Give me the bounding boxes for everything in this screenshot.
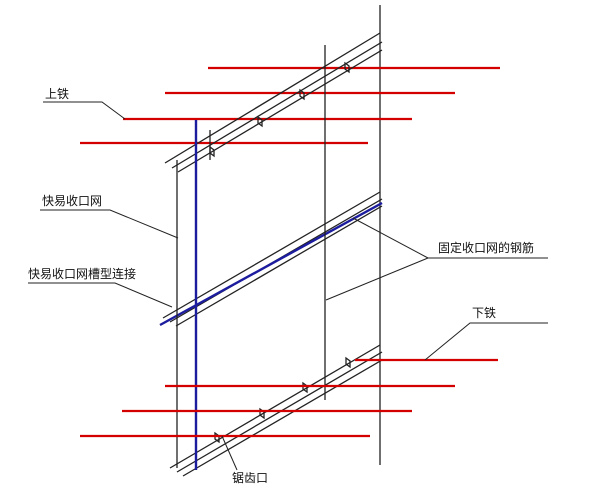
top-mesh-edge bbox=[164, 32, 383, 173]
bottom-edge-clip-4 bbox=[345, 356, 351, 369]
label-quick-mesh: 快易收口网 bbox=[42, 194, 102, 208]
label-top-rebar: 上铁 bbox=[45, 87, 69, 101]
leader-fixing-rebar-1 bbox=[352, 217, 429, 259]
label-fixing-rebar: 固定收口网的钢筋 bbox=[438, 240, 534, 255]
leader-groove-connection bbox=[28, 282, 173, 308]
bottom-rebar-group bbox=[80, 358, 498, 438]
leader-fixing-rebar-2 bbox=[325, 257, 429, 301]
bottom-edge-clip-3 bbox=[302, 381, 308, 394]
middle-mesh-edge bbox=[159, 191, 383, 327]
label-sawtooth-opening: 锯齿口 bbox=[232, 470, 268, 484]
leader-top-rebar bbox=[43, 101, 126, 120]
top-edge-clip-2 bbox=[257, 115, 263, 128]
leader-bottom-rebar bbox=[424, 322, 548, 361]
leader-lines bbox=[28, 101, 548, 471]
top-edge-clip-3 bbox=[299, 88, 305, 101]
top-edge-clip-4 bbox=[344, 61, 350, 74]
leader-quick-mesh bbox=[40, 209, 179, 239]
label-bottom-rebar: 下铁 bbox=[472, 306, 496, 320]
leader-sawtooth bbox=[221, 435, 238, 471]
label-mesh-groove-connection: 快易收口网槽型连接 bbox=[28, 266, 136, 281]
